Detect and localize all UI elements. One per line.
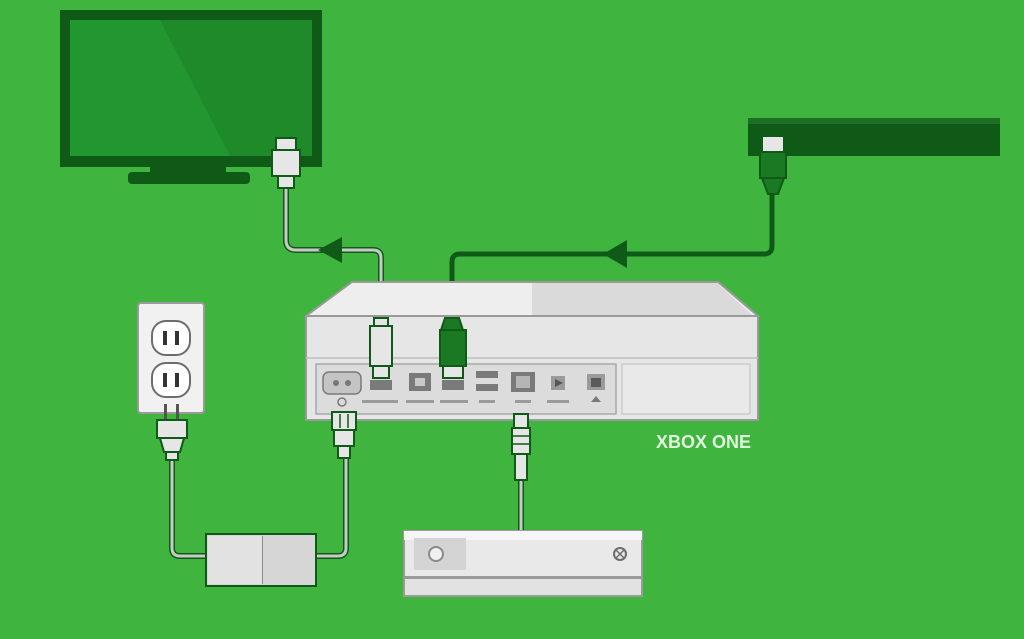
cable-set-top-box bbox=[748, 118, 1000, 156]
hdmi-in-arrow-icon bbox=[603, 240, 627, 268]
set-top-box-hdmi-connector bbox=[759, 135, 787, 195]
tv-stand bbox=[128, 172, 250, 184]
ac-cable bbox=[170, 458, 208, 558]
tv bbox=[60, 10, 322, 184]
console-hdmi-out-connector bbox=[369, 317, 393, 379]
port-label-mark bbox=[406, 400, 434, 403]
kinect-sensor bbox=[403, 530, 643, 597]
console-hdmi-in-connector bbox=[439, 317, 467, 379]
set-top-box-body bbox=[748, 118, 1000, 156]
wall-plug bbox=[156, 404, 188, 461]
set-top-box-top-edge bbox=[748, 118, 1000, 124]
xbox-logo-icon bbox=[337, 397, 347, 407]
hdmi-out-arrow-icon bbox=[318, 237, 342, 263]
kinect-base bbox=[403, 577, 643, 597]
tv-neck bbox=[150, 167, 226, 175]
port-label-mark bbox=[479, 400, 495, 403]
outlet-socket-top bbox=[151, 320, 191, 356]
port-label-mark bbox=[440, 400, 468, 403]
power-brick bbox=[205, 533, 317, 587]
console-kinect-connector bbox=[511, 413, 531, 481]
power-outlet bbox=[137, 302, 205, 414]
ac-cable-outline bbox=[169, 458, 208, 559]
dc-cable bbox=[316, 458, 348, 558]
console-port-panel bbox=[315, 363, 617, 415]
tv-screen-glare bbox=[70, 20, 230, 156]
power-port bbox=[322, 371, 362, 395]
xbox-logo-icon bbox=[613, 547, 627, 561]
console-brand-label: XBOX ONE bbox=[656, 432, 752, 452]
dc-cable-outline bbox=[316, 458, 349, 559]
usb-port-top bbox=[476, 371, 498, 378]
tv-hdmi-connector bbox=[271, 137, 301, 189]
hdmi-in-port bbox=[442, 380, 464, 390]
usb-port-bottom bbox=[476, 384, 498, 391]
console-power-connector bbox=[331, 411, 357, 459]
port-label-mark bbox=[515, 400, 531, 403]
outlet-socket-bottom bbox=[151, 362, 191, 398]
port-label-mark bbox=[362, 400, 398, 403]
network-icon bbox=[591, 396, 601, 402]
kinect-camera-icon bbox=[428, 546, 444, 562]
port-label-mark bbox=[547, 400, 569, 403]
hdmi-out-port bbox=[370, 380, 392, 390]
console-top-vent bbox=[532, 283, 752, 315]
